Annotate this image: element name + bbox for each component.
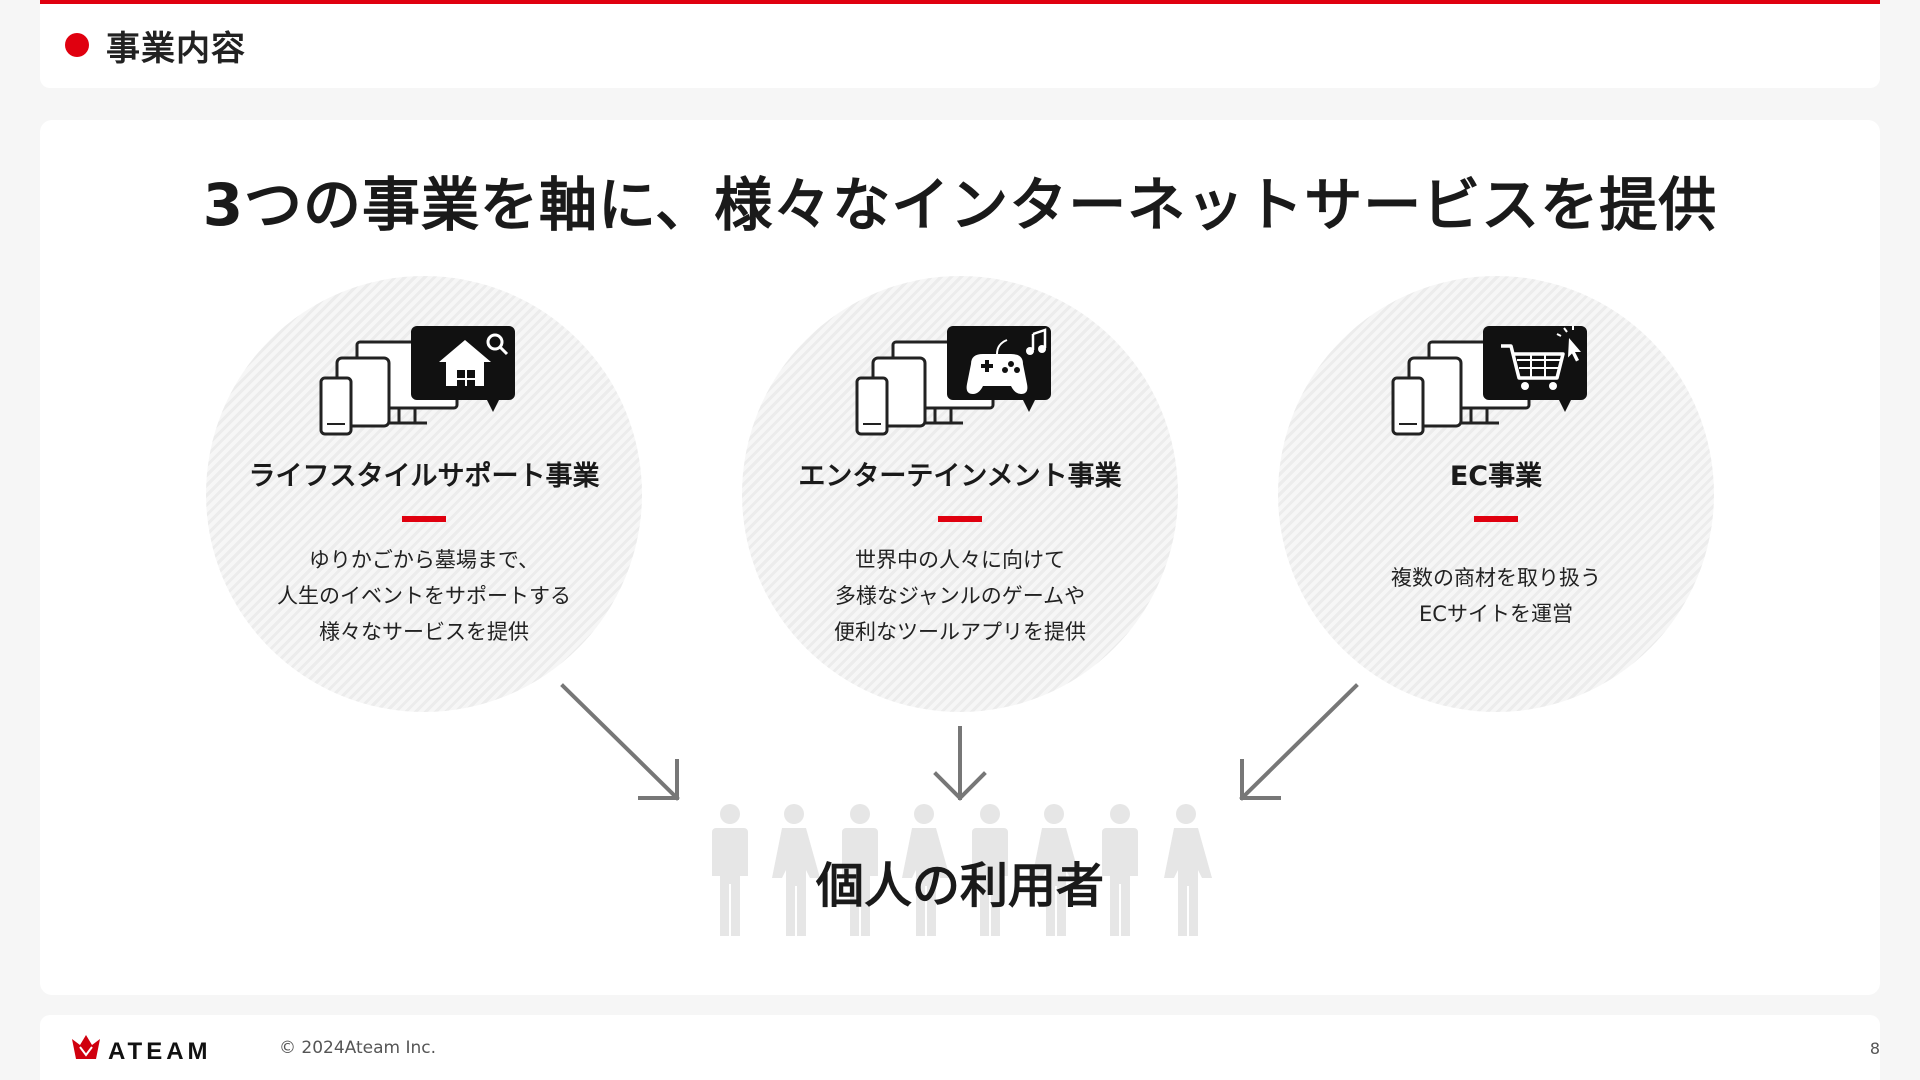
page-number: 8 bbox=[1869, 1039, 1880, 1058]
description-line: 様々なサービスを提供 bbox=[319, 620, 529, 644]
arrow-down-left-icon bbox=[1239, 683, 1359, 801]
business-description: 複数の商材を取り扱う ECサイトを運営 bbox=[1278, 560, 1714, 632]
business-entertainment: エンターテインメント事業 世界中の人々に向けて 多様なジャンルのゲームや 便利な… bbox=[742, 276, 1178, 712]
business-title: EC事業 bbox=[1449, 461, 1543, 492]
section-header: 事業内容 bbox=[40, 0, 1880, 88]
description-line: ゆりかごから墓場まで、 bbox=[308, 548, 540, 572]
arrow-down-right-icon bbox=[560, 683, 680, 801]
red-dot-icon bbox=[65, 33, 89, 57]
footer: ATEAM © 2024Ateam Inc. 8 bbox=[40, 1015, 1880, 1080]
description-line: ECサイトを運営 bbox=[1419, 602, 1573, 626]
business-description: 世界中の人々に向けて 多様なジャンルのゲームや 便利なツールアプリを提供 bbox=[742, 542, 1178, 650]
main-content: 3つの事業を軸に、様々なインターネットサービスを提供 ライフスタイルサポート事業 bbox=[40, 120, 1880, 995]
accent-bar bbox=[938, 516, 982, 522]
shopping-cart-icon bbox=[1391, 326, 1587, 436]
description-line: 人生のイベントをサポートする bbox=[277, 584, 571, 608]
page-headline: 3つの事業を軸に、様々なインターネットサービスを提供 bbox=[202, 171, 1718, 239]
section-title: 事業内容 bbox=[106, 29, 246, 69]
ateam-logo: ATEAM bbox=[72, 1035, 212, 1065]
business-lifestyle-support: ライフスタイルサポート事業 ゆりかごから墓場まで、 人生のイベントをサポートする… bbox=[206, 276, 642, 712]
individual-users-label: 個人の利用者 bbox=[815, 858, 1104, 914]
business-description: ゆりかごから墓場まで、 人生のイベントをサポートする 様々なサービスを提供 bbox=[206, 542, 642, 650]
description-line: 複数の商材を取り扱う bbox=[1391, 566, 1601, 590]
description-line: 便利なツールアプリを提供 bbox=[834, 620, 1086, 644]
description-line: 世界中の人々に向けて bbox=[855, 548, 1065, 572]
business-title: ライフスタイルサポート事業 bbox=[248, 461, 600, 492]
arrow-down-icon bbox=[933, 726, 987, 801]
description-line: 多様なジャンルのゲームや bbox=[834, 584, 1086, 608]
copyright-text: © 2024Ateam Inc. bbox=[279, 1038, 437, 1058]
business-title: エンターテインメント事業 bbox=[798, 461, 1122, 492]
flow-arrows bbox=[560, 683, 1359, 801]
accent-bar bbox=[1474, 516, 1518, 522]
accent-bar bbox=[402, 516, 446, 522]
gamepad-music-icon bbox=[855, 326, 1051, 436]
house-search-icon bbox=[319, 326, 515, 436]
business-ec: EC事業 複数の商材を取り扱う ECサイトを運営 bbox=[1278, 276, 1714, 712]
svg-text:ATEAM: ATEAM bbox=[108, 1038, 212, 1065]
